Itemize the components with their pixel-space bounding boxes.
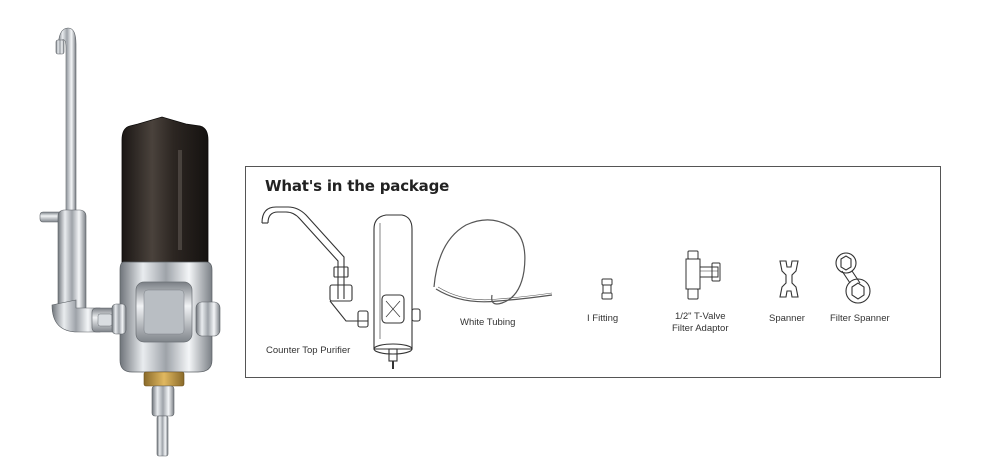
purifier-icon — [261, 206, 421, 369]
t-valve-label: 1/2" T-Valve Filter Adaptor — [672, 311, 729, 335]
inlet-pin — [151, 385, 175, 417]
filter-spanner-icon — [835, 252, 871, 304]
product-photo — [39, 27, 221, 457]
inlet-pin-tip — [156, 415, 169, 457]
filter-spanner-label: Filter Spanner — [830, 313, 890, 324]
spanner-icon — [779, 260, 799, 298]
spanner-label: Spanner — [769, 313, 805, 324]
purifier-base — [111, 261, 221, 373]
filter-housing — [121, 116, 209, 269]
fitting-label: I Fitting — [587, 313, 619, 324]
purifier-label: Counter Top Purifier — [266, 345, 351, 356]
package-contents-panel: What's in the package Counter Top Purifi… — [245, 166, 941, 378]
t-valve-label-line1: 1/2" T-Valve — [674, 311, 726, 322]
brass-fitting — [143, 371, 185, 387]
fitting-icon — [601, 278, 613, 300]
tubing-icon — [433, 219, 553, 305]
tubing-label: White Tubing — [460, 317, 516, 328]
faucet-spout — [55, 27, 77, 216]
package-title: What's in the package — [265, 177, 450, 195]
t-valve-icon — [685, 250, 721, 300]
t-valve-label-line2: Filter Adaptor — [672, 323, 729, 334]
faucet-body — [51, 209, 123, 333]
